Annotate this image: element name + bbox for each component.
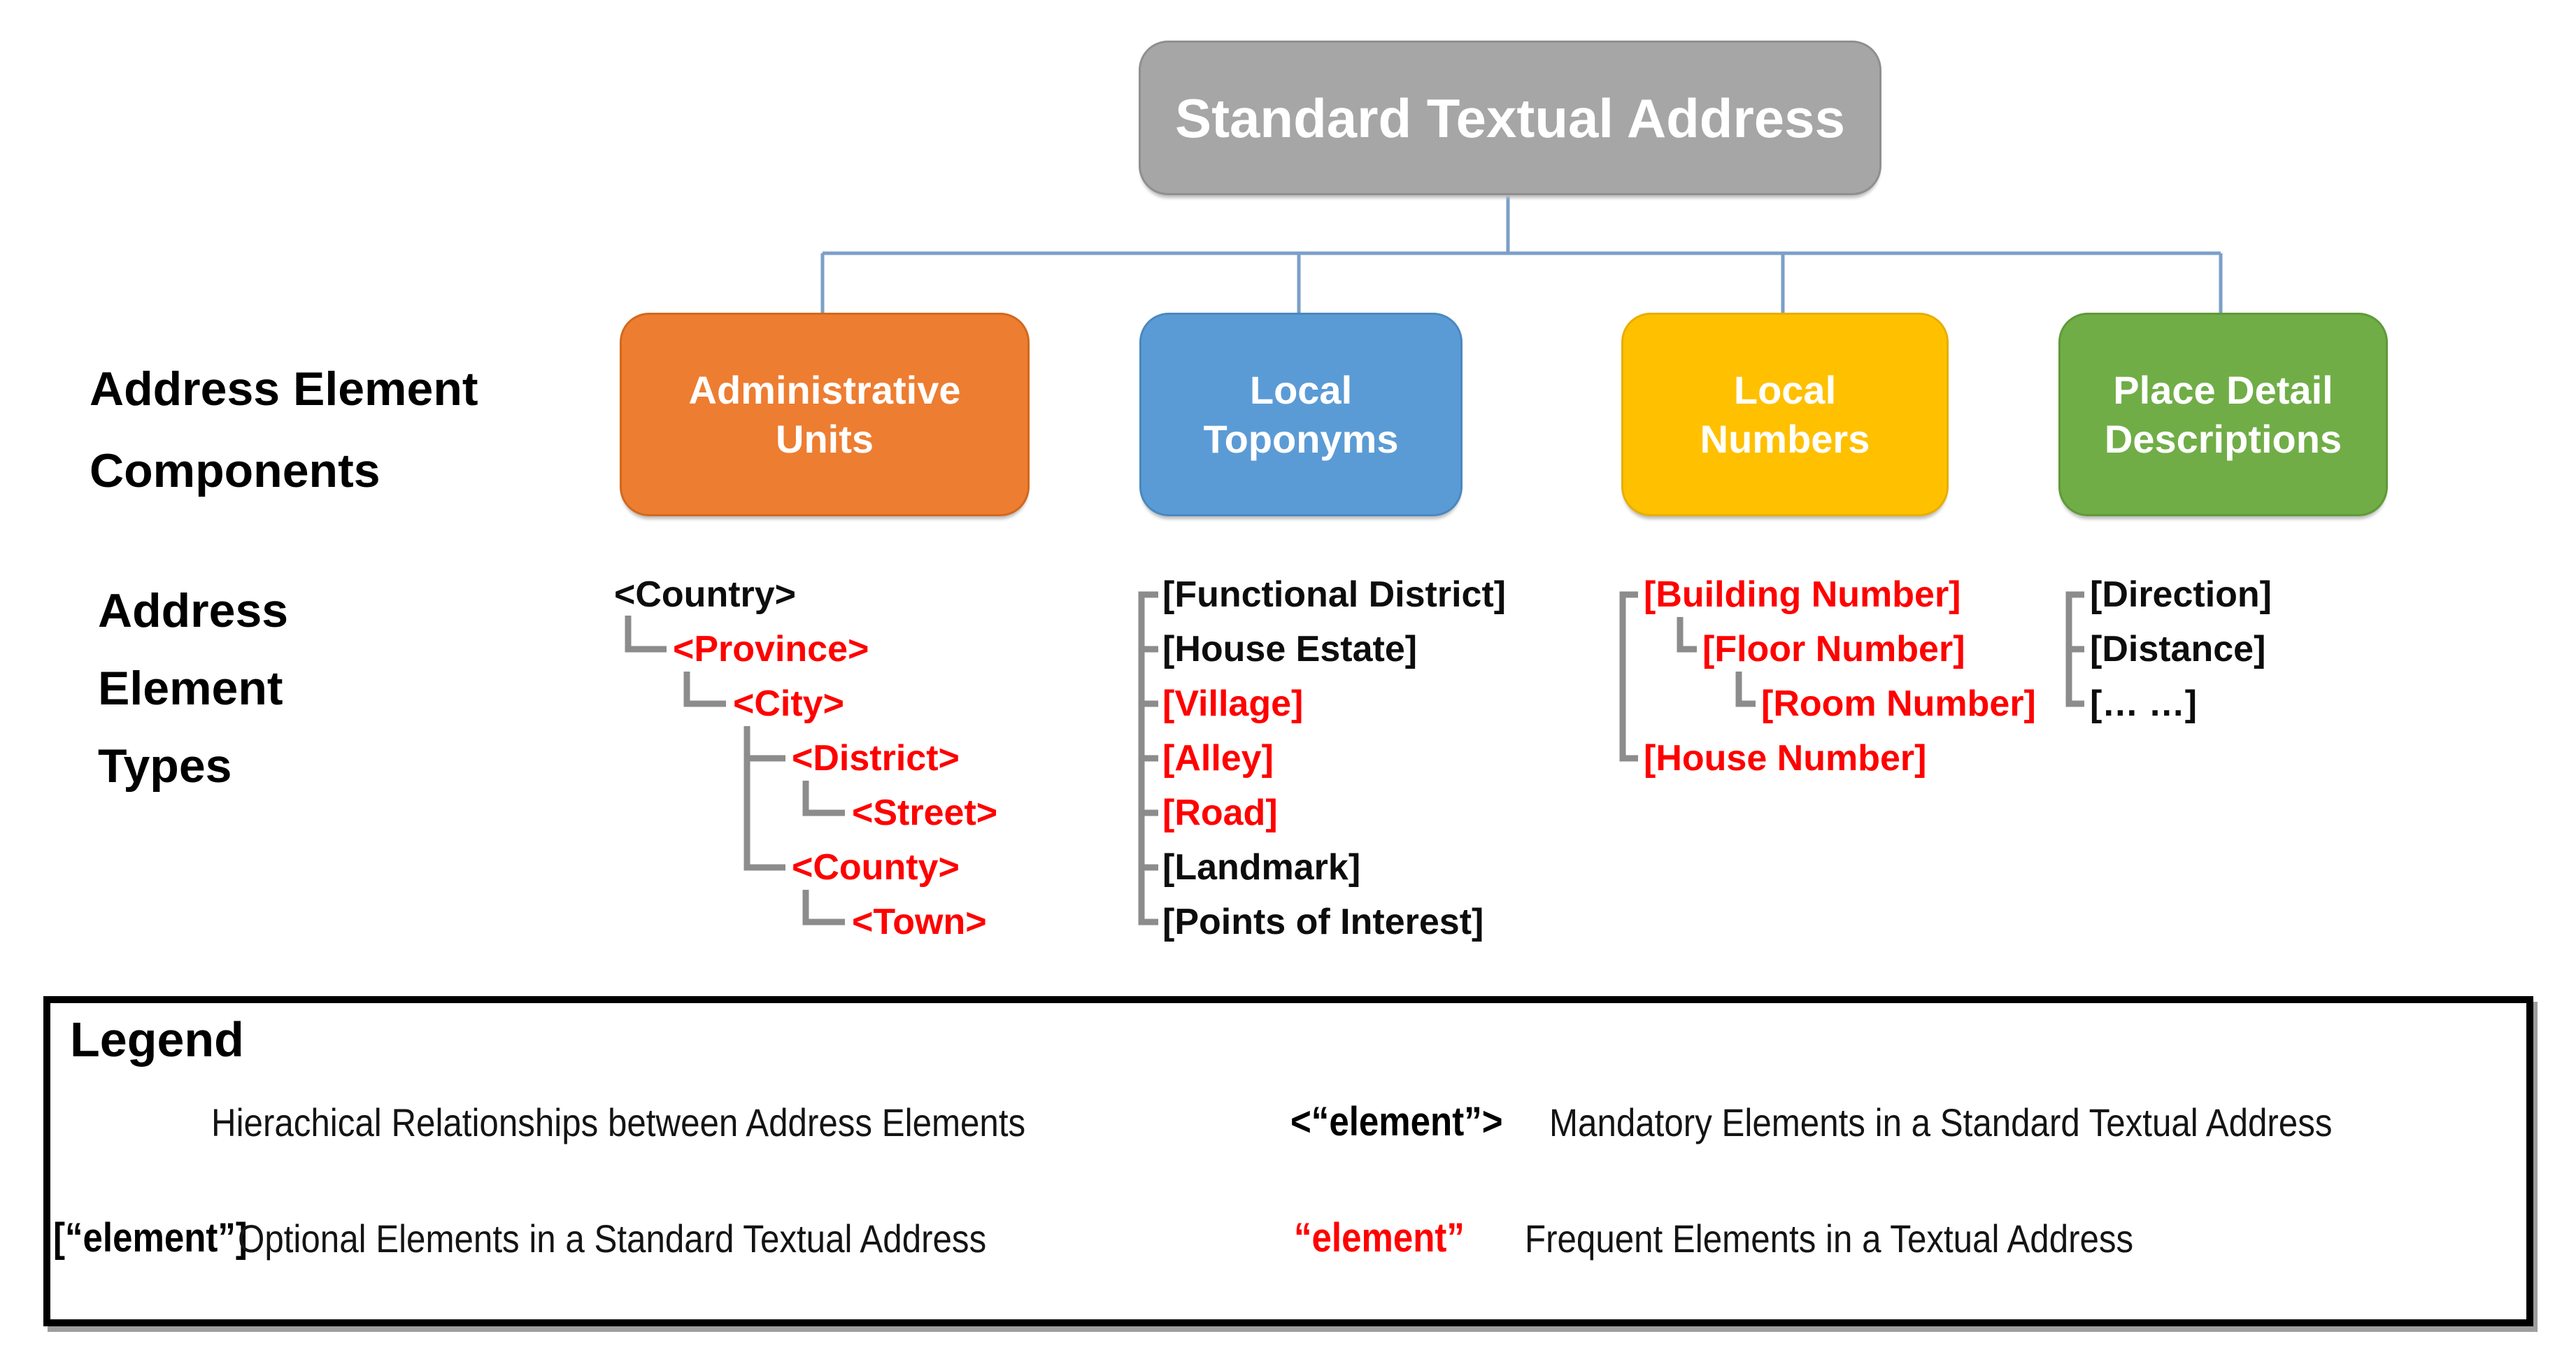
legend-frequent-symbol: “element”: [1294, 1215, 1465, 1261]
component-node-label: Place Detail Descriptions: [2104, 367, 2342, 461]
tree-item-street: <Street>: [852, 793, 998, 833]
legend-frequent-label: Frequent Elements in a Textual Address: [1525, 1216, 2134, 1261]
tree-item-county: <County>: [792, 847, 960, 888]
legend-box: [43, 996, 2533, 1326]
tree-item-building-number: [Building Number]: [1644, 574, 1961, 615]
org-chart-connectors: [820, 192, 2223, 316]
root-node-standard-textual-address: Standard Textual Address: [1139, 41, 1881, 195]
tree-item-province: <Province>: [673, 629, 869, 669]
component-node-label: Administrative Units: [688, 367, 961, 461]
tree-item-house-number: [House Number]: [1644, 738, 1927, 779]
component-node-label: Local Toponyms: [1203, 367, 1399, 461]
tree-item-etc: [… …]: [2090, 683, 2198, 724]
root-node-label: Standard Textual Address: [1175, 87, 1845, 149]
tree-item-floor-number: [Floor Number]: [1702, 629, 1965, 669]
tree-item-town: <Town>: [852, 902, 987, 942]
component-node-administrative-units: Administrative Units: [620, 313, 1030, 516]
component-node-local-toponyms: Local Toponyms: [1139, 313, 1463, 516]
tree-item-alley: [Alley]: [1162, 738, 1274, 779]
legend-optional-label: Optional Elements in a Standard Textual …: [238, 1216, 987, 1261]
row-label-address-element-types: Address Element Types: [98, 584, 289, 793]
tree-item-road: [Road]: [1162, 793, 1278, 833]
component-node-place-detail-descriptions: Place Detail Descriptions: [2058, 313, 2388, 516]
tree-item-landmark: [Landmark]: [1162, 847, 1361, 888]
legend-title: Legend: [70, 1012, 244, 1067]
legend-hierarchy-label: Hierachical Relationships between Addres…: [211, 1100, 1026, 1144]
tree-item-direction: [Direction]: [2090, 574, 2272, 615]
legend-optional-symbol: [“element”]: [53, 1215, 248, 1261]
tree-item-room-number: [Room Number]: [1761, 683, 2036, 724]
component-node-label: Local Numbers: [1700, 367, 1870, 461]
tree-connectors: [625, 591, 2084, 925]
legend-mandatory-symbol: <“element”>: [1290, 1099, 1503, 1144]
tree-item-points-of-interest: [Points of Interest]: [1162, 902, 1484, 942]
tree-item-district: <District>: [792, 738, 960, 779]
tree-item-city: <City>: [733, 683, 844, 724]
component-node-local-numbers: Local Numbers: [1621, 313, 1949, 516]
tree-item-house-estate: [House Estate]: [1162, 629, 1418, 669]
legend-mandatory-label: Mandatory Elements in a Standard Textual…: [1549, 1100, 2333, 1144]
tree-item-functional-district: [Functional District]: [1162, 574, 1507, 615]
tree-item-distance: [Distance]: [2090, 629, 2266, 669]
row-label-address-element-components: Address Element Components: [90, 362, 478, 497]
tree-item-village: [Village]: [1162, 683, 1304, 724]
tree-item-country: <Country>: [614, 574, 797, 615]
